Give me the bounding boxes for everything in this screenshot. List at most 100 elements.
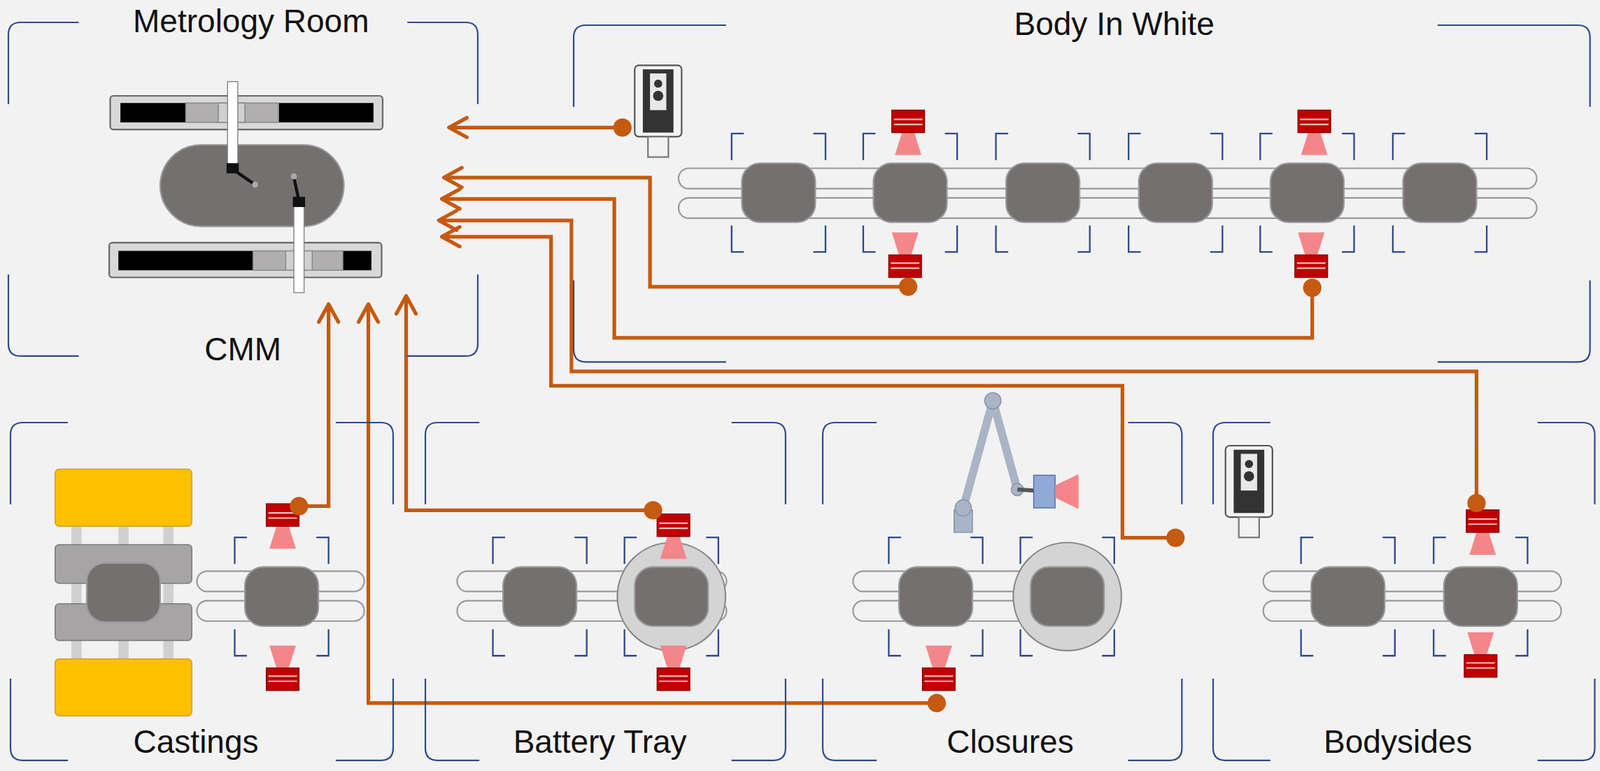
arrow-head bbox=[442, 226, 461, 247]
area-title: Closures bbox=[939, 724, 1081, 760]
battery-line-part-part bbox=[634, 566, 709, 627]
source-dot bbox=[289, 496, 308, 515]
source-dot bbox=[613, 118, 632, 137]
biw-line bbox=[634, 65, 1537, 278]
castings-line-part-part bbox=[244, 566, 319, 627]
closures-line-part bbox=[1034, 475, 1056, 508]
cmm-machine-part bbox=[226, 163, 240, 174]
closures-line-part bbox=[888, 537, 983, 656]
biw-line-part-part bbox=[1138, 163, 1213, 223]
biw-line-part bbox=[1297, 109, 1331, 155]
source-dot bbox=[898, 277, 918, 296]
biw-line-part bbox=[634, 65, 682, 157]
arrow-head bbox=[358, 304, 379, 323]
data-flow-connector bbox=[289, 304, 338, 516]
area-bracket-line bbox=[1213, 422, 1595, 761]
source-dot bbox=[643, 500, 662, 520]
battery-line-part-part bbox=[492, 537, 587, 656]
castings-line-part-part bbox=[86, 563, 161, 623]
castings-line-part bbox=[86, 563, 161, 623]
bodysides-line-part-part bbox=[1311, 566, 1385, 627]
biw-line-part bbox=[888, 232, 922, 278]
biw-line-part bbox=[1392, 133, 1487, 252]
biw-line-part-part bbox=[1006, 163, 1080, 223]
source-dot bbox=[1303, 278, 1322, 297]
arrow-head bbox=[443, 167, 462, 188]
cmm-machine-part bbox=[110, 95, 383, 130]
biw-line-part-part bbox=[1392, 133, 1487, 252]
cmm-machine-part bbox=[293, 198, 305, 293]
castings-line-part bbox=[234, 537, 329, 656]
area-bracket bbox=[8, 22, 478, 357]
bodysides-line-part-part bbox=[1443, 566, 1518, 627]
cmm-machine-part bbox=[160, 144, 345, 227]
area-bracket bbox=[1213, 422, 1595, 761]
cmm-machine-part bbox=[291, 173, 298, 180]
area-bracket-line bbox=[10, 422, 394, 761]
biw-line-part bbox=[1128, 133, 1223, 252]
area-region: Bodysides bbox=[1213, 422, 1595, 761]
biw-line-part-part bbox=[873, 163, 948, 223]
data-flow-connector bbox=[443, 167, 918, 296]
area-title: Battery Tray bbox=[506, 724, 695, 760]
biw-line-part bbox=[891, 109, 925, 155]
area-region: Battery Tray bbox=[425, 422, 786, 761]
data-flow-connector bbox=[438, 210, 1486, 513]
data-flow-connector bbox=[358, 304, 947, 713]
source-dot bbox=[1166, 528, 1185, 548]
arrow-head bbox=[438, 210, 457, 231]
area-bracket bbox=[10, 422, 394, 761]
closures-line bbox=[852, 392, 1122, 691]
area-title: Bodysides bbox=[1316, 724, 1479, 760]
connector-line bbox=[405, 295, 653, 511]
arrow-head bbox=[319, 304, 339, 323]
closures-line-part bbox=[1030, 566, 1104, 627]
castings-line-part-part bbox=[234, 537, 329, 656]
biw-line-part bbox=[731, 133, 826, 252]
closures-line-part bbox=[954, 499, 972, 516]
area-title: Metrology Room bbox=[125, 3, 376, 39]
data-flow-connector bbox=[396, 295, 663, 520]
area-bracket-line bbox=[822, 422, 1182, 761]
bodysides-line-part bbox=[1464, 632, 1498, 678]
connector-line bbox=[442, 236, 1177, 538]
connector-line bbox=[443, 177, 909, 287]
bodysides-line-part-part bbox=[1301, 537, 1396, 656]
area-bracket-line bbox=[573, 25, 1591, 362]
battery-line-part bbox=[656, 514, 690, 559]
biw-line-part-part bbox=[1270, 163, 1344, 223]
closures-line-part-part bbox=[898, 566, 973, 627]
area-region: Metrology Room bbox=[8, 22, 478, 357]
castings-line-part bbox=[55, 469, 192, 527]
biw-line-part bbox=[1294, 232, 1328, 278]
biw-line-part bbox=[996, 133, 1090, 252]
cmm-machine-part bbox=[120, 102, 374, 123]
data-flow-connector bbox=[442, 226, 1186, 547]
battery-line-part-part bbox=[503, 566, 577, 627]
connector-line bbox=[449, 125, 623, 130]
closures-line-part bbox=[1055, 474, 1079, 510]
biw-line-part-part bbox=[996, 133, 1090, 252]
machine-label: CMM bbox=[197, 331, 289, 367]
area-region: Closures bbox=[822, 422, 1182, 761]
closures-line-part-part bbox=[888, 537, 983, 656]
source-dot bbox=[1467, 493, 1486, 513]
castings-line-part bbox=[55, 659, 192, 717]
bodysides-line-part bbox=[1301, 537, 1396, 656]
biw-line-part-part bbox=[1128, 133, 1223, 252]
cmm-machine-part bbox=[118, 251, 372, 271]
closures-line-part bbox=[984, 392, 1001, 409]
connector-line bbox=[368, 304, 937, 704]
cmm-machine-part bbox=[109, 242, 382, 278]
bodysides-line-part bbox=[1225, 445, 1273, 538]
cmm-machine-part bbox=[293, 196, 306, 208]
area-bracket bbox=[425, 422, 786, 761]
biw-line-part-part bbox=[741, 163, 816, 223]
biw-line-part-part bbox=[1403, 163, 1477, 223]
closures-line-part-part bbox=[1030, 566, 1104, 627]
bodysides-line bbox=[1225, 445, 1562, 678]
connector-line bbox=[298, 304, 329, 507]
area-bracket bbox=[573, 25, 1591, 362]
